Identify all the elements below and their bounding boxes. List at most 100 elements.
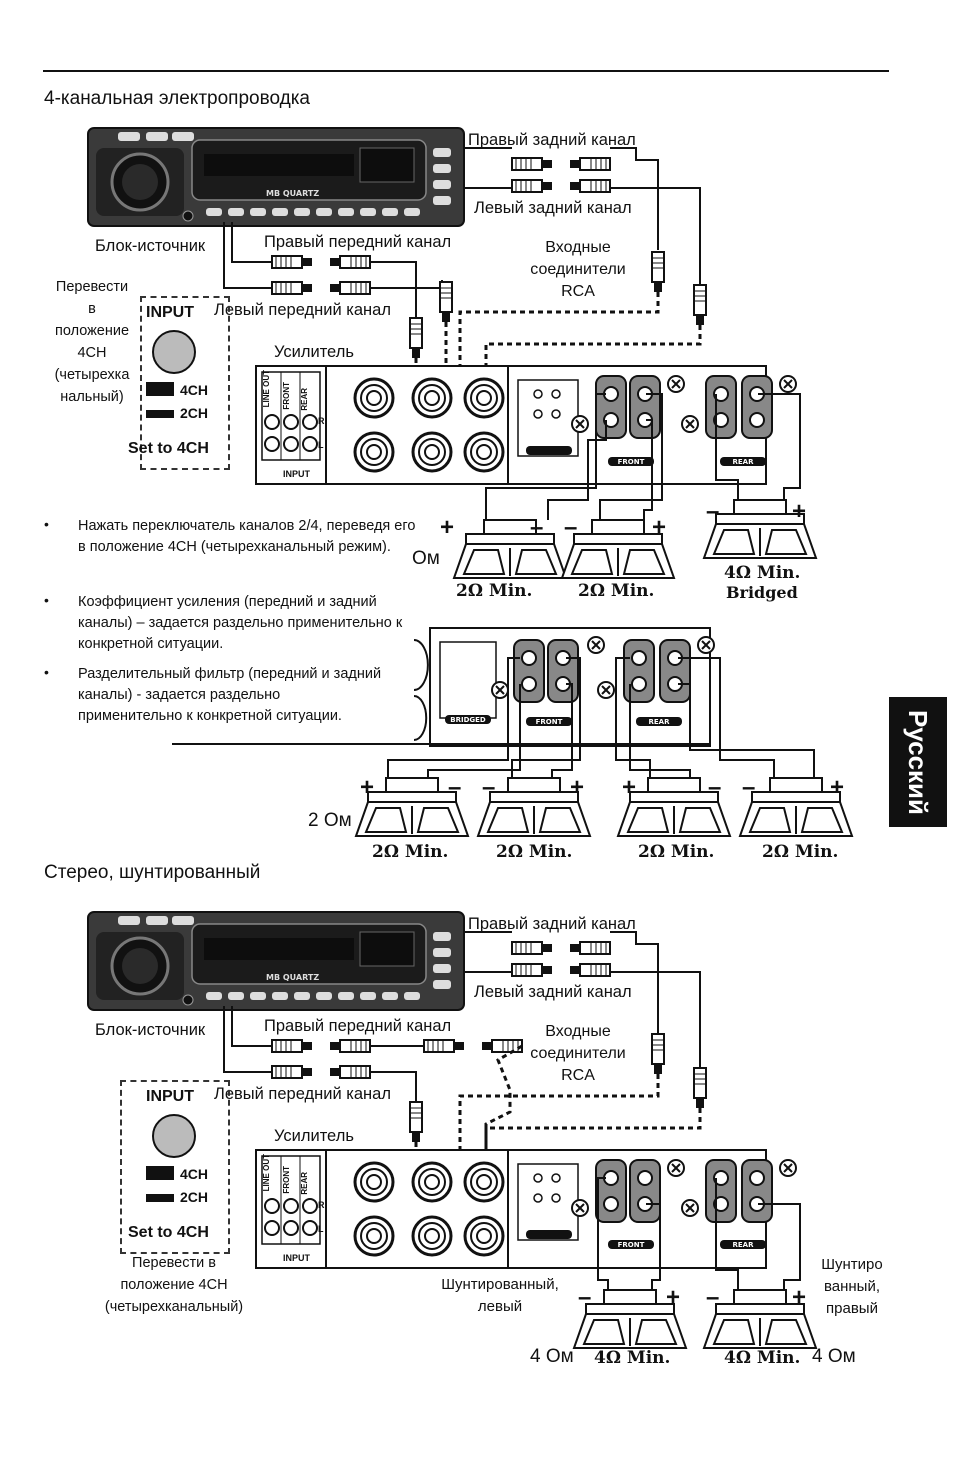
label-right-front-1: Правый передний канал xyxy=(264,233,452,251)
switch-note-line: (четырехка xyxy=(54,367,130,383)
bullet-2: • xyxy=(44,592,49,608)
s2-plus-2: + xyxy=(570,774,585,801)
switch-2ch-label-1: 2CH xyxy=(180,405,209,421)
switch-note-line: положение xyxy=(54,323,130,339)
r-label-3: R xyxy=(318,1200,325,1210)
rca-line2: соединители xyxy=(530,1045,626,1062)
l-label-1: L xyxy=(318,440,324,450)
l-label-3: L xyxy=(318,1224,324,1234)
label-rca-3: Входные соединители RCA xyxy=(514,1021,642,1087)
bridged-left-line: левый xyxy=(477,1298,523,1315)
speaker1-minus: – xyxy=(530,514,544,541)
label-amplifier-1: Усилитель xyxy=(274,343,354,361)
bridged-left-note: Шунтированный, левый xyxy=(430,1274,570,1318)
speaker1-rating: 2Ω Min. xyxy=(456,581,533,601)
switch-4ch-icon-3 xyxy=(146,1166,174,1180)
label-right-rear-3: Правый задний канал xyxy=(468,915,636,933)
switch-note-line: в xyxy=(88,301,96,317)
front-tag-1: FRONT xyxy=(618,458,645,466)
label-source-1: Блок-источник xyxy=(95,237,206,255)
switch-4ch-label-1: 4CH xyxy=(180,382,209,398)
speaker3-plus: + xyxy=(792,498,807,525)
rear-tag-2: REAR xyxy=(649,718,671,726)
label-left-rear-3: Левый задний канал xyxy=(474,983,632,1001)
switch-4ch-icon-1 xyxy=(146,382,174,396)
switch-note-line: (четырехканальный) xyxy=(104,1299,244,1315)
speaker3-rating: 4Ω Min. xyxy=(724,563,801,583)
switch-note-line: Перевести xyxy=(55,279,129,295)
switch-note-line: нальный) xyxy=(60,389,124,405)
rca-line1: Входные xyxy=(545,1023,611,1040)
rear-tag-1: REAR xyxy=(733,458,755,466)
switch-2ch-icon-3 xyxy=(146,1194,174,1202)
s2-minus-4: – xyxy=(742,774,756,801)
s2-speaker1-rating: 2Ω Min. xyxy=(372,842,449,862)
s2-minus-2: – xyxy=(482,774,496,801)
front-tag-3: FRONT xyxy=(618,1241,645,1249)
switch-4ch-label-3: 4CH xyxy=(180,1166,209,1182)
label-source-3: Блок-источник xyxy=(95,1021,206,1039)
ohm-label-2: 2 Ом xyxy=(308,810,352,831)
s2-minus-3: – xyxy=(708,774,722,801)
input-switch-knob-3[interactable] xyxy=(152,1114,196,1158)
rca-line2: соединители xyxy=(530,261,626,278)
bridged-tag-3: BRIDGED xyxy=(531,1241,567,1249)
input-switch-box-1 xyxy=(140,296,230,470)
ohm-right-3: 4 Ом xyxy=(812,1346,856,1367)
s2-speaker3-rating: 2Ω Min. xyxy=(638,842,715,862)
switch-2ch-label-3: 2CH xyxy=(180,1189,209,1205)
r-label-1: R xyxy=(318,416,325,426)
switch-note-line: положение 4CH xyxy=(120,1277,228,1293)
speaker2-minus: – xyxy=(564,514,578,541)
rear-tag-3: REAR xyxy=(733,1241,755,1249)
rca-line1: Входные xyxy=(545,239,611,256)
note-1: Нажать переключатель каналов 2/4, переве… xyxy=(78,518,416,555)
s2-speaker2-rating: 2Ω Min. xyxy=(496,842,573,862)
language-tab-label: Русский xyxy=(903,709,934,815)
ohm-label-1: Ом xyxy=(412,548,440,569)
s2-plus-4: + xyxy=(830,774,845,801)
note-3: Разделительный фильтр (передний и задний… xyxy=(78,666,382,724)
ohm-left-3: 4 Ом xyxy=(530,1346,574,1367)
switch-note-line: 4CH xyxy=(77,345,107,361)
speaker3-minus: – xyxy=(706,498,720,525)
set-to-4ch-1: Set to 4CH xyxy=(128,440,209,457)
rca-line3: RCA xyxy=(561,1067,595,1084)
label-right-rear-1: Правый задний канал xyxy=(468,131,636,149)
front-tag-2: FRONT xyxy=(536,718,563,726)
speaker3-bridged: Bridged xyxy=(726,583,798,602)
switch-note-line: Перевести в xyxy=(132,1255,216,1271)
input-switch-knob-1[interactable] xyxy=(152,330,196,374)
speaker2-plus: + xyxy=(652,514,667,541)
top-rule xyxy=(43,70,889,72)
bridged-tag-2: BRIDGED xyxy=(450,716,486,724)
bridged-right-line: правый xyxy=(826,1300,878,1317)
speaker1-plus: + xyxy=(440,514,455,541)
bridged-right-line: ванный, xyxy=(823,1278,881,1295)
label-amplifier-3: Усилитель xyxy=(274,1127,354,1145)
language-tab: Русский xyxy=(889,697,947,827)
input-title-1: INPUT xyxy=(146,304,194,321)
input-title-3: INPUT xyxy=(146,1088,194,1105)
bullet-1: • xyxy=(44,516,49,532)
line-out-label-1: LINE OUT xyxy=(262,370,271,408)
s2-plus-3: + xyxy=(622,774,637,801)
s3-speaker2-rating: 4Ω Min. xyxy=(724,1348,801,1368)
label-rca-1: Входные соединители RCA xyxy=(514,237,642,303)
label-left-front-3: Левый передний канал xyxy=(214,1085,391,1103)
bullet-3: • xyxy=(44,664,49,680)
switch-note-1: Перевести в положение 4CH (четырехка нал… xyxy=(44,276,140,408)
label-left-rear-1: Левый задний канал xyxy=(474,199,632,217)
bridged-tag-1: BRIDGED xyxy=(531,457,567,465)
s3-plus-1: + xyxy=(666,1284,681,1311)
s3-plus-2: + xyxy=(792,1284,807,1311)
bridged-right-line: Шунтиро xyxy=(821,1256,883,1273)
rca-line3: RCA xyxy=(561,283,595,300)
label-left-front-1: Левый передний канал xyxy=(214,301,391,319)
input-switch-box-3 xyxy=(120,1080,230,1254)
s2-speaker4-rating: 2Ω Min. xyxy=(762,842,839,862)
s2-plus-1: + xyxy=(360,774,375,801)
s3-speaker1-rating: 4Ω Min. xyxy=(594,1348,671,1368)
front-label-1: FRONT xyxy=(282,382,291,410)
s3-minus-1: – xyxy=(578,1284,592,1311)
